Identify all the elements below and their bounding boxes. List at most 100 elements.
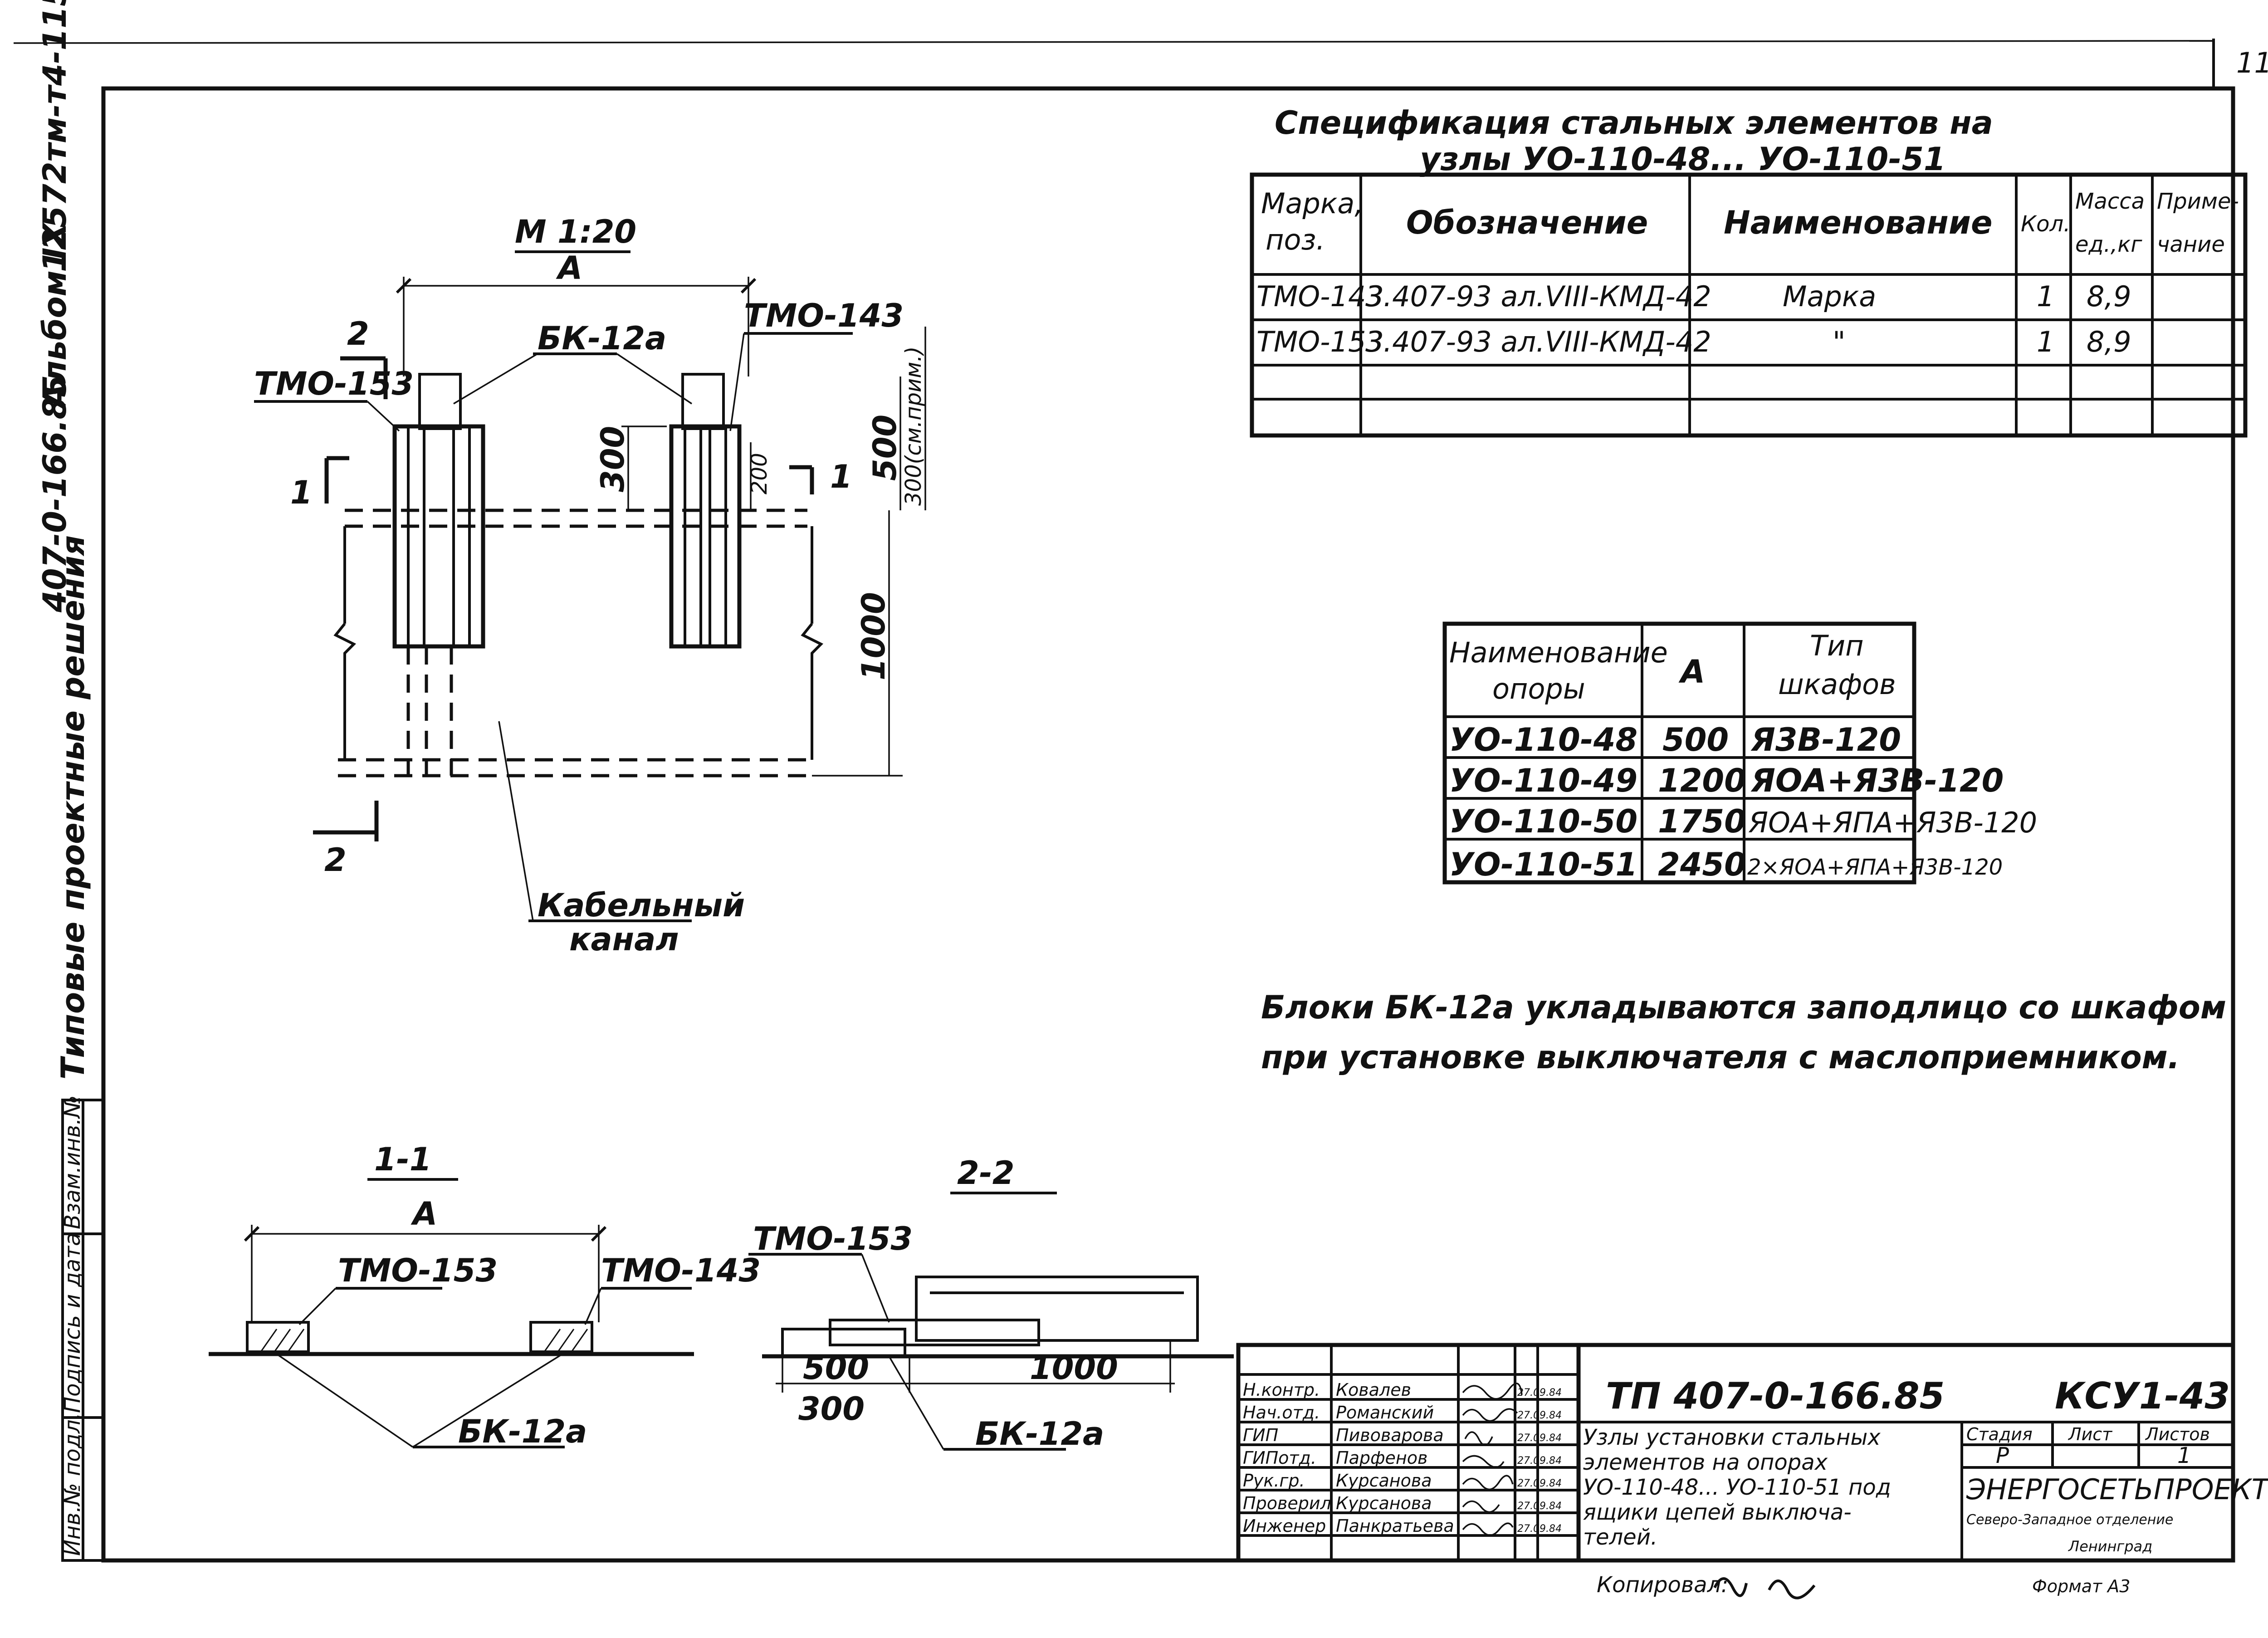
plan-sec2-top: 2	[347, 315, 369, 352]
tb-name-7: Панкратьева	[1336, 1516, 1454, 1536]
tb-date-2: 27.09.84	[1517, 1410, 1562, 1421]
section-1-1: 1-1 А ТМО-153 ТМО-143 БК-12а	[209, 1141, 761, 1450]
copied-signature	[1713, 1577, 1816, 1599]
spec-h-designation: Обозначение	[1406, 204, 1648, 241]
types-r3-a: 1750	[1658, 803, 1746, 840]
spec-r2-designation: 3.407-93 ал.VIII-КМД-42	[1365, 325, 1711, 358]
side-table-sign: Подпись и дата	[60, 1232, 85, 1413]
plan-dim-a: А	[556, 249, 582, 287]
right-block-top	[681, 373, 725, 430]
left-steel-element	[392, 424, 485, 649]
side-stamp-album: Альбом IX	[36, 222, 73, 411]
sec11-block: БК-12а	[458, 1413, 587, 1450]
plan-channel-label-1: Кабельный	[538, 887, 745, 924]
sec22-dim-300: 300	[798, 1390, 865, 1428]
section-2-2: 2-2 ТМО-153 500 300 1000 БК-12а	[748, 1154, 1234, 1452]
sec11-dim-a: А	[411, 1195, 437, 1232]
tb-name-1: Ковалев	[1336, 1380, 1411, 1400]
types-r4-a: 2450	[1658, 846, 1746, 883]
types-h-name-1: Наименование	[1449, 636, 1668, 669]
tb-sheet-h: Лист	[2068, 1424, 2113, 1444]
plan-dim-500: 500	[866, 415, 904, 481]
spec-title-2: узлы УО-110-48... УО-110-51	[1420, 141, 1946, 178]
tb-sheets: 1	[2177, 1443, 2191, 1468]
side-table-replaced: Взам.инв.№	[60, 1095, 85, 1229]
sec22-tmo: ТМО-153	[753, 1220, 913, 1257]
plan-dim-1000: 1000	[855, 592, 892, 680]
title-block: Н.контр. Нач.отд. ГИП ГИПотд. Рук.гр. Пр…	[1236, 1343, 2268, 1599]
types-h-a: А	[1678, 653, 1705, 690]
tb-org: ЭНЕРГОСЕТЬПРОЕКТ	[1966, 1473, 2268, 1506]
spec-h-mass-1: Масса	[2075, 189, 2145, 214]
spec-r1-mass: 8,9	[2087, 280, 2131, 313]
right-steel-element	[669, 424, 742, 649]
tb-date-6: 27.09.84	[1517, 1501, 1562, 1512]
plan-sec1-right: 1	[830, 458, 852, 495]
note-line-1: Блоки БК-12а укладываются заподлицо со ш…	[1261, 989, 2226, 1026]
tb-signatures	[1462, 1382, 1523, 1536]
spec-r1-qty: 1	[2037, 280, 2054, 313]
tb-stage: Р	[1996, 1443, 2009, 1468]
top-trim-line	[13, 40, 2214, 44]
spec-title-1: Спецификация стальных элементов на	[1275, 104, 1993, 142]
spec-h-qty: Кол.	[2021, 211, 2070, 237]
sec22-cabinet	[915, 1276, 1199, 1342]
left-block-top	[418, 373, 462, 430]
side-stamp-series: Типовые проектные решения	[54, 535, 92, 1080]
plan-dim-300-note: 300(см.прим.)	[901, 347, 926, 506]
plan-scale: М 1:20	[515, 213, 636, 250]
spec-r1-mark: ТМО-143	[1256, 280, 1384, 313]
tb-org-sub: Северо-Западное отделение	[1966, 1512, 2173, 1528]
plan-sec2-bottom: 2	[324, 841, 347, 879]
types-table: Наименование опоры А Тип шкафов УО-110-4…	[1442, 621, 2037, 885]
side-approval-table: Инв.№ подл. Подпись и дата Взам.инв.№	[60, 1095, 105, 1562]
spec-r1-name: Марка	[1783, 280, 1876, 313]
plan-tmo-right: ТМО-143	[744, 297, 904, 334]
tb-date-5: 27.09.84	[1517, 1478, 1562, 1489]
sec11-left-element	[246, 1321, 310, 1353]
sec22-dim-1000: 1000	[1030, 1350, 1118, 1387]
tb-role-2: Нач.отд.	[1243, 1403, 1320, 1423]
types-r1-a: 500	[1662, 721, 1729, 758]
plan-dim-300: 300	[594, 426, 631, 492]
spec-h-note-1: Приме-	[2157, 189, 2239, 214]
sheet-number: 114	[2236, 46, 2268, 79]
tb-name-5: Курсанова	[1336, 1471, 1432, 1491]
title-block-rows	[1238, 1398, 1579, 1537]
tb-desc-5: телей.	[1583, 1525, 1657, 1550]
types-h-type-2: шкафов	[1778, 668, 1896, 701]
tb-sheets-h: Листов	[2145, 1424, 2210, 1444]
tb-org-city: Ленинград	[2068, 1538, 2152, 1555]
types-r2-name: УО-110-49	[1449, 762, 1637, 799]
tb-name-6: Курсанова	[1336, 1493, 1432, 1513]
tb-desc-4: ящики цепей выключа-	[1583, 1500, 1852, 1525]
spec-h-mass-2: ед.,кг	[2075, 232, 2142, 257]
tb-format: Формат А3	[2032, 1576, 2130, 1596]
tb-name-2: Романский	[1336, 1403, 1434, 1423]
spec-table: Спецификация стальных элементов на узлы …	[1250, 104, 2248, 438]
sec11-right-element	[529, 1321, 593, 1353]
sec22-title: 2-2	[957, 1154, 1014, 1192]
side-stamp-project: 407-0-166.85	[36, 375, 73, 613]
tb-code: КСУ1-43	[2055, 1375, 2230, 1417]
spec-r2-mark: ТМО-153	[1256, 325, 1384, 358]
types-h-name-2: опоры	[1492, 672, 1585, 705]
spec-r1-designation: 3.407-93 ал.VIII-КМД-42	[1365, 280, 1711, 313]
note-line-2: при установке выключателя с маслоприемни…	[1261, 1039, 2180, 1076]
tb-date-4: 27.09.84	[1517, 1455, 1562, 1467]
sec22-block	[781, 1328, 906, 1358]
tb-copied: Копировал:	[1597, 1572, 1728, 1598]
plan-tmo-left: ТМО-153	[254, 365, 414, 402]
sec11-tmo-right: ТМО-143	[601, 1252, 761, 1289]
tb-role-5: Рук.гр.	[1243, 1471, 1305, 1491]
types-r2-a: 1200	[1658, 762, 1746, 799]
sec22-dim-500: 500	[803, 1350, 869, 1387]
types-r4-name: УО-110-51	[1449, 846, 1637, 883]
drawing-frame	[101, 86, 2235, 1563]
plan-view: М 1:20 А	[254, 213, 926, 958]
sec11-title: 1-1	[374, 1141, 431, 1178]
tb-desc-1: Узлы установки стальных	[1583, 1425, 1881, 1450]
tb-role-3: ГИП	[1243, 1425, 1278, 1445]
spec-h-note-2: чание	[2157, 232, 2225, 257]
